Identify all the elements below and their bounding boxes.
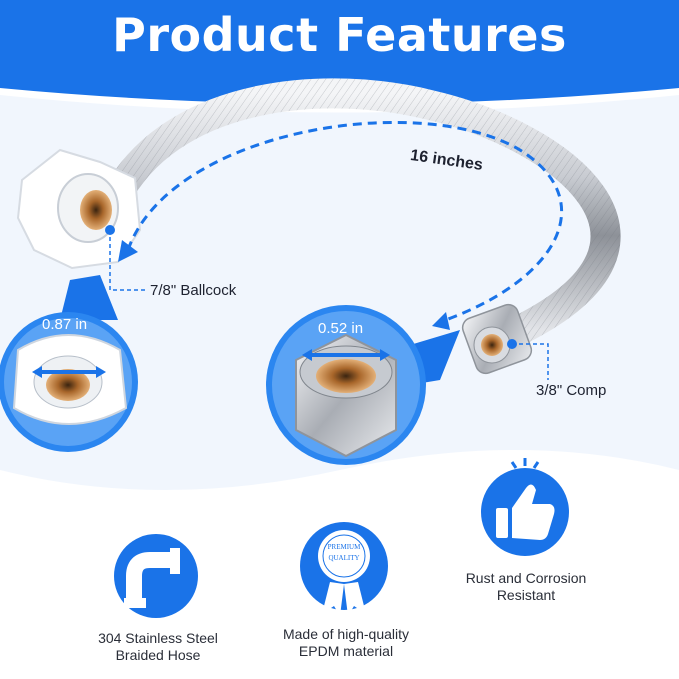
left-zoom-pointer	[60, 275, 118, 320]
compression-fitting-label: 3/8" Comp	[536, 382, 607, 399]
feature-stainless-steel: 304 Stainless Steel Braided Hose	[98, 630, 218, 663]
ballcock-fitting-label: 7/8" Ballcock	[150, 282, 237, 299]
right-leader-line	[512, 343, 549, 380]
left-leader-line	[109, 230, 148, 291]
premium-quality-badge-icon	[300, 522, 388, 616]
feature-epdm-material: Made of high-quality EPDM material	[282, 626, 410, 659]
badge-text-premium: PREMIUM	[327, 543, 361, 551]
thumbs-up-icon	[481, 458, 569, 556]
right-diameter-label: 0.52 in	[318, 320, 364, 337]
page-title: Product Features	[112, 8, 567, 62]
header-band	[0, 0, 679, 104]
compression-nut	[461, 303, 533, 375]
length-arrow-head-left	[118, 240, 138, 262]
backdrop-wave	[0, 95, 679, 490]
left-diameter-label: 0.87 in	[42, 316, 88, 333]
pipe-elbow-icon	[114, 534, 198, 618]
feature-rust-resistant: Rust and Corrosion Resistant	[465, 570, 587, 603]
length-arrow-head-right	[432, 312, 450, 330]
braided-hose	[105, 78, 621, 345]
badge-text-quality: QUALITY	[328, 554, 360, 562]
